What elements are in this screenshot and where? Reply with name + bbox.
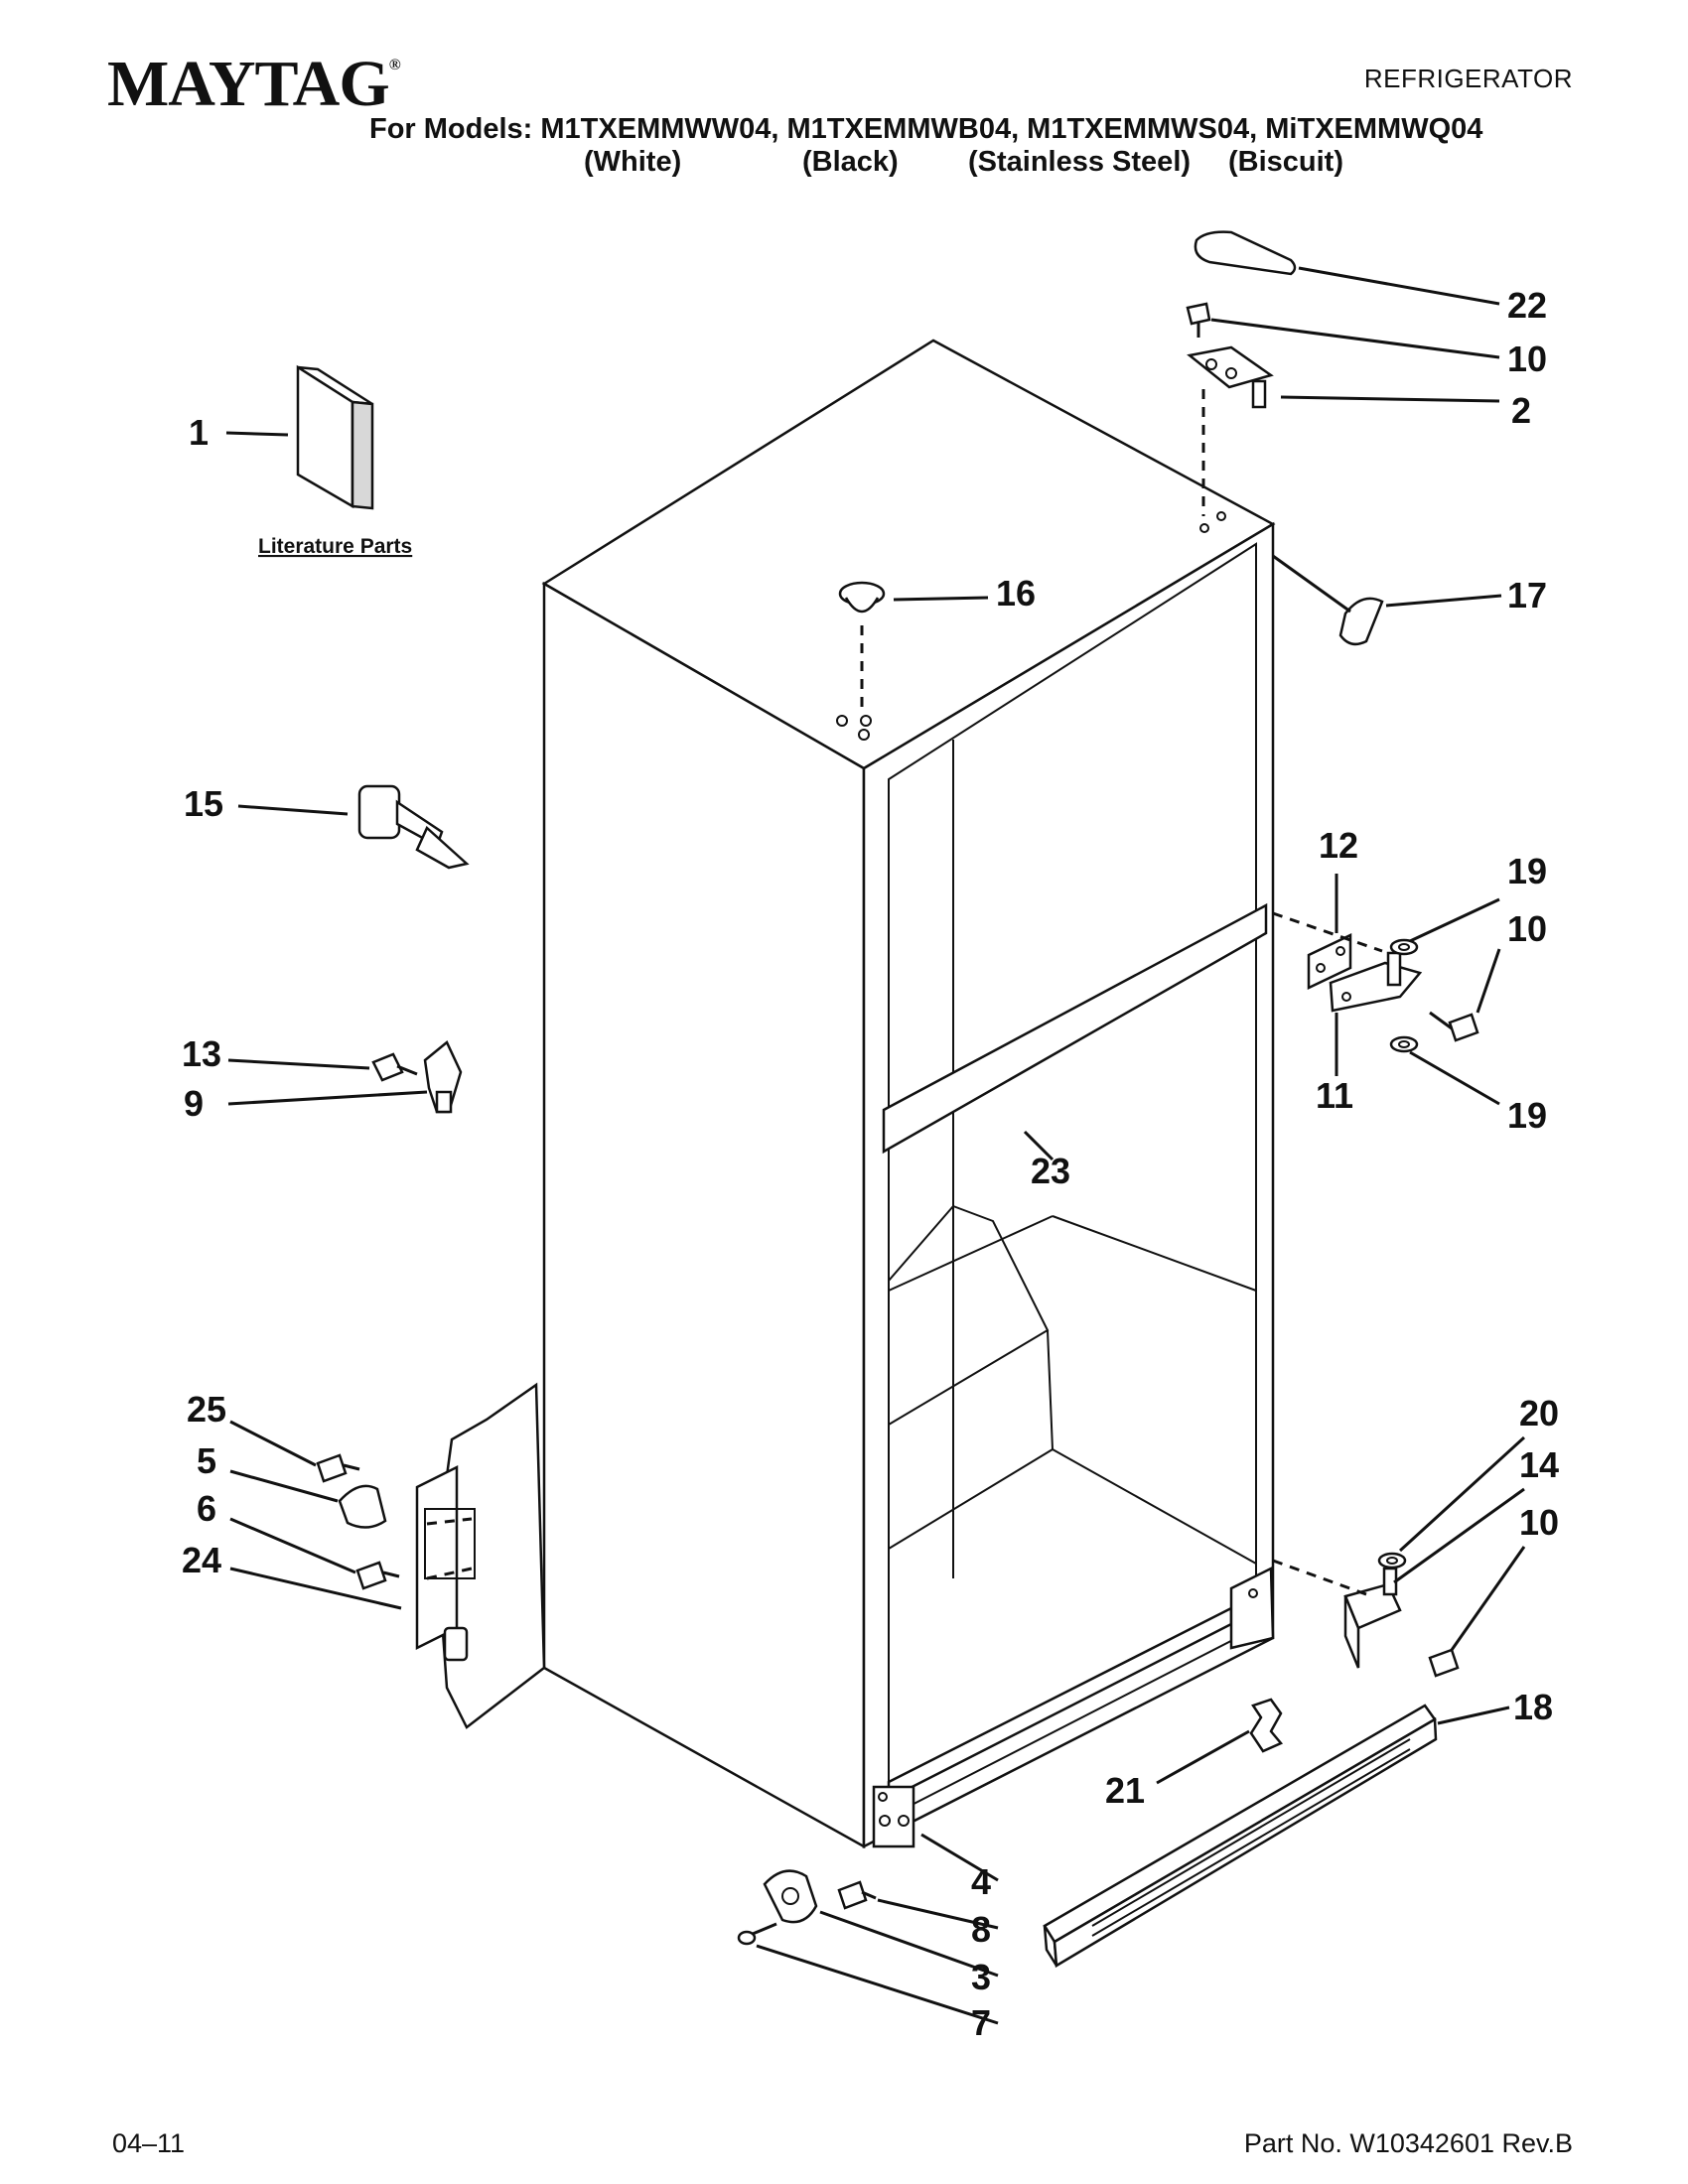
bracket-icon	[357, 784, 470, 870]
screw-icon	[737, 1922, 777, 1946]
callout-21: 21	[1105, 1770, 1145, 1811]
callout-23: 23	[1031, 1151, 1070, 1191]
callout-12: 12	[1319, 825, 1358, 866]
document-type: REFRIGERATOR	[1363, 64, 1573, 93]
hinge-icon	[1307, 933, 1423, 1013]
screw-icon	[371, 1052, 418, 1082]
screw-icon	[1428, 1648, 1460, 1678]
manual-icon	[296, 364, 374, 510]
hinge-icon	[1343, 1567, 1402, 1669]
washer-icon	[1377, 1552, 1407, 1570]
callout-6: 6	[197, 1488, 216, 1529]
clip-icon	[1338, 597, 1384, 646]
callout-13: 13	[182, 1033, 221, 1074]
callout-10-top: 10	[1507, 339, 1547, 379]
callout-22: 22	[1507, 285, 1547, 326]
plug-icon	[838, 581, 886, 614]
callout-18: 18	[1513, 1687, 1553, 1727]
variant-stainless: (Stainless Steel)	[968, 146, 1192, 178]
callout-15: 15	[184, 783, 223, 824]
grille-icon	[1043, 1704, 1438, 1969]
callout-25: 25	[187, 1389, 226, 1430]
callout-8: 8	[971, 1909, 991, 1950]
callout-7: 7	[971, 2002, 991, 2043]
refrigerator-cabinet-icon	[541, 339, 1276, 1849]
hinge-icon	[1187, 345, 1274, 409]
callout-24: 24	[182, 1540, 221, 1580]
part-number: Part No. W10342601 Rev.B	[1243, 2128, 1573, 2158]
literature-parts-label: Literature Parts	[258, 535, 412, 558]
screw-icon	[316, 1453, 400, 1590]
hinge-cover-icon	[1194, 230, 1297, 276]
models-line: For Models: M1TXEMMWW04, M1TXEMMWB04, M1…	[369, 113, 1483, 145]
callout-numbers: 1 22 10 2 16 17 15 12 19 10 11 19 13 9 2…	[182, 285, 1559, 2043]
clip-icon	[338, 1484, 387, 1529]
callout-9: 9	[184, 1083, 204, 1124]
leader-lines	[225, 266, 1526, 2025]
callout-2: 2	[1511, 390, 1531, 431]
variant-biscuit: (Biscuit)	[1228, 146, 1343, 178]
washer-icon	[1389, 938, 1419, 1053]
callout-1: 1	[189, 412, 209, 453]
date-code: 04–11	[112, 2128, 186, 2158]
registered-mark: ®	[388, 57, 401, 73]
callout-5: 5	[197, 1440, 216, 1481]
screw-icon	[837, 1880, 877, 1910]
callout-14: 14	[1519, 1444, 1559, 1485]
callout-10-mid: 10	[1507, 908, 1547, 949]
screw-icon	[1429, 1011, 1479, 1042]
leveler-icon	[763, 1869, 818, 1924]
callout-17: 17	[1507, 575, 1547, 615]
screw-icon	[1186, 302, 1211, 338]
divider-bar	[882, 902, 1268, 1155]
clip-icon	[423, 1040, 463, 1114]
bracket-icon	[415, 1382, 546, 1729]
brand-logo: MAYTAG®	[107, 52, 401, 117]
callout-19-lower: 19	[1507, 1095, 1547, 1136]
callout-20: 20	[1519, 1393, 1559, 1433]
callout-16: 16	[996, 573, 1036, 614]
clip-icon	[1249, 1698, 1284, 1753]
callout-19-upper: 19	[1507, 851, 1547, 891]
callout-4: 4	[971, 1861, 991, 1902]
callout-10-bottom: 10	[1519, 1502, 1559, 1543]
variant-white: (White)	[584, 146, 682, 178]
variant-black: (Black)	[802, 146, 899, 178]
brand-name: MAYTAG	[107, 48, 390, 120]
callout-11: 11	[1316, 1075, 1353, 1116]
callout-3: 3	[971, 1957, 991, 1997]
